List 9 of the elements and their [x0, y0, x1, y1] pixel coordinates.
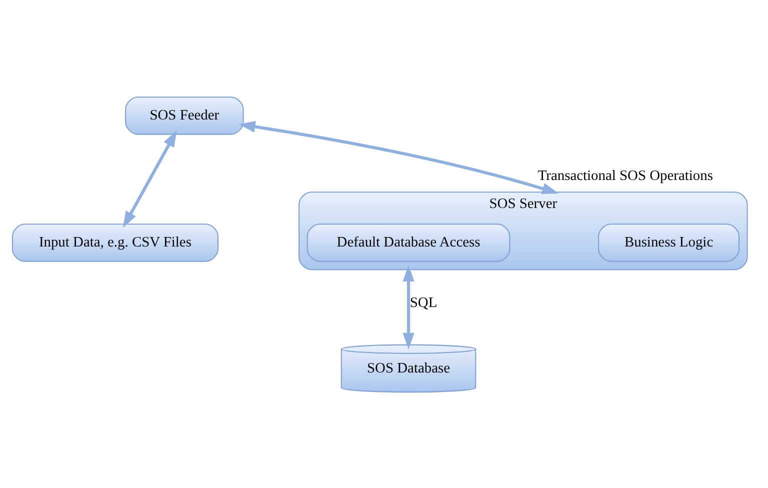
edge-label: SQL	[410, 294, 438, 311]
node-box: Business Logic	[598, 223, 740, 262]
edge-label: Transactional SOS Operations	[538, 167, 713, 184]
arrow	[402, 264, 414, 349]
node-box: Input Data, e.g. CSV Files	[12, 223, 218, 262]
arrow	[122, 130, 177, 228]
arrow	[238, 120, 559, 194]
node-box: SOS Feeder	[125, 96, 244, 134]
node-box: Default Database Access	[306, 223, 510, 262]
